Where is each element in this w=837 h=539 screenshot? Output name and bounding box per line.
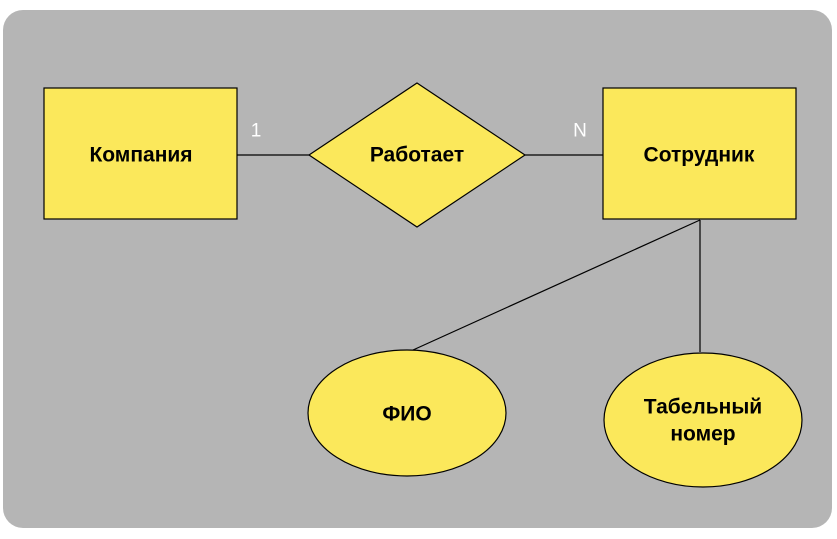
entity-company [43, 87, 238, 220]
entity-employee [602, 87, 797, 220]
relationship-works [307, 82, 527, 228]
cardinality-one: 1 [251, 121, 262, 142]
attribute-fio-label: ФИО [382, 403, 431, 426]
entity-company-label: Компания [89, 144, 192, 167]
attribute-tab-number-label-line2: номер [670, 423, 735, 446]
cardinality-many: N [573, 121, 587, 142]
attribute-tab-number-label-line1: Табельный [644, 396, 762, 419]
line-employee-fio [412, 219, 701, 351]
entity-employee-label: Сотрудник [644, 144, 755, 167]
attribute-fio [307, 349, 507, 477]
attribute-tab-number [603, 352, 803, 488]
relationship-label: Работает [370, 144, 464, 167]
